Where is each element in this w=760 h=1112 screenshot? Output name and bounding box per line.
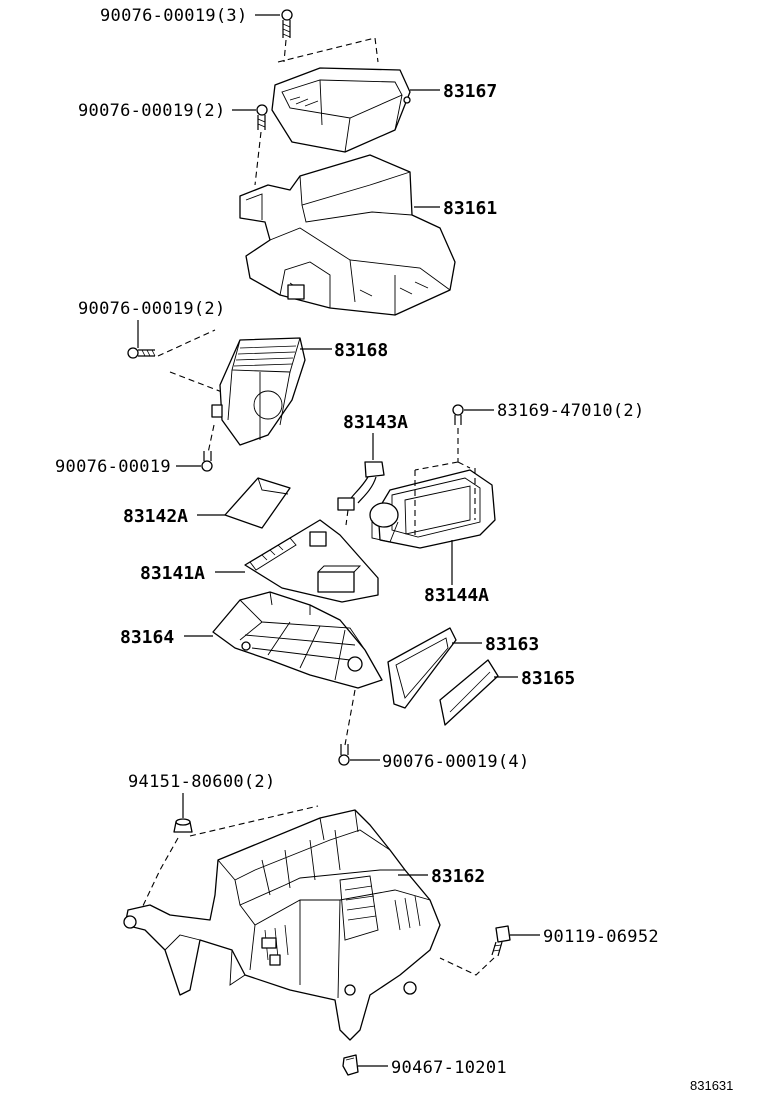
callout-case-83162: 83162 <box>431 866 485 887</box>
bolt-bottom-mid <box>338 744 350 766</box>
callout-board-83141A: 83141A <box>140 563 205 584</box>
screw-90119 <box>491 925 511 957</box>
bolt-mid-left <box>127 347 156 359</box>
bolt-lower-left <box>201 451 213 472</box>
case-83162 <box>123 809 441 1041</box>
module-83168 <box>211 337 306 446</box>
cover-83167 <box>271 37 411 153</box>
callout-plate-83165: 83165 <box>521 668 575 689</box>
frame-83163 <box>387 627 457 709</box>
callout-bolt-top: 90076-00019(3) <box>100 6 248 26</box>
callout-screw-83169: 83169-47010(2) <box>497 401 645 421</box>
callout-bolt-bottom-mid: 90076-00019(4) <box>382 752 530 772</box>
callout-base-83164: 83164 <box>120 627 174 648</box>
callout-nut-94151: 94151-80600(2) <box>128 772 276 792</box>
callout-part-83142A: 83142A <box>123 506 188 527</box>
diagram-id: 831631 <box>690 1078 733 1093</box>
housing-83161 <box>239 154 456 316</box>
callout-frame-83163: 83163 <box>485 634 539 655</box>
callout-bolt-lower-left: 90076-00019 <box>55 457 171 477</box>
board-83141A <box>244 519 379 603</box>
actuator-83144A <box>369 468 496 549</box>
callout-screw-90119: 90119-06952 <box>543 927 659 947</box>
nut-94151 <box>173 818 193 833</box>
bolt-top <box>281 9 293 38</box>
callout-bolt-upper-left: 90076-00019(2) <box>78 101 226 121</box>
callout-cover-83167: 83167 <box>443 81 497 102</box>
base-83164 <box>212 591 383 689</box>
harness-83143A <box>337 461 385 511</box>
callout-part-83144A: 83144A <box>424 585 489 606</box>
callout-bolt-mid-left: 90076-00019(2) <box>78 299 226 319</box>
callout-module-83168: 83168 <box>334 340 388 361</box>
bolt-upper-left <box>256 104 268 130</box>
screw-83169 <box>452 404 464 425</box>
callout-housing-83161: 83161 <box>443 198 497 219</box>
callout-part-83143A: 83143A <box>343 412 408 433</box>
clip-90467 <box>342 1054 359 1076</box>
plate-83165 <box>439 659 499 726</box>
film-83142A <box>224 477 291 529</box>
callout-clip-90467: 90467-10201 <box>391 1058 507 1078</box>
